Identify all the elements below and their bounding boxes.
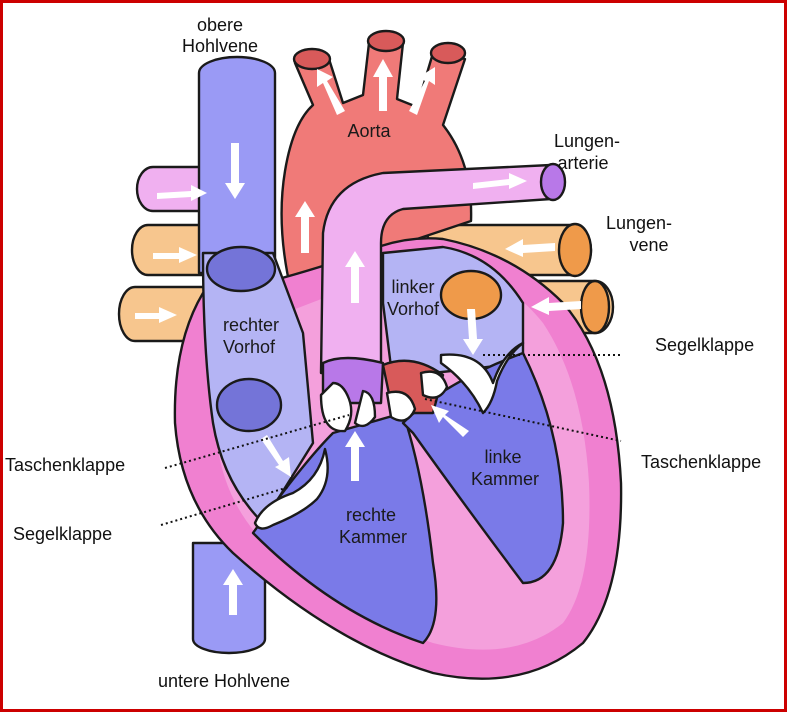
label-superior-vena-cava: obere (197, 15, 243, 35)
arrow-icon (153, 247, 197, 263)
label-pulmonary-valve: Taschenklappe (5, 455, 125, 475)
label-aorta: Aorta (347, 121, 391, 141)
label-right-ventricle-line2: Kammer (339, 527, 407, 547)
label-aortic-valve: Taschenklappe (641, 452, 761, 472)
inferior-vena-cava-opening (215, 377, 283, 433)
label-right-atrium: rechter (223, 315, 279, 335)
leader-lines (160, 354, 622, 526)
arrow-icon (223, 569, 243, 615)
arrow-icon (261, 435, 291, 477)
arrow-icon (531, 297, 581, 315)
arrow-icon (431, 405, 469, 437)
heart-illustration: obere Hohlvene Aorta Lungen- arterie Lun… (5, 15, 761, 691)
label-right-ventricle: rechte (346, 505, 396, 525)
label-mitral-valve: Segelklappe (655, 335, 754, 355)
valves (253, 341, 525, 530)
arrow-icon (225, 143, 245, 199)
arrow-icon (373, 59, 393, 111)
label-left-atrium: linker (391, 277, 434, 297)
label-pulmonary-artery-line2: arterie (557, 153, 608, 173)
arrow-icon (463, 309, 483, 355)
label-left-atrium-line2: Vorhof (387, 299, 440, 319)
labels: obere Hohlvene Aorta Lungen- arterie Lun… (5, 15, 761, 691)
superior-vena-cava-opening (205, 245, 277, 293)
arrow-icon (345, 431, 365, 481)
label-inferior-vena-cava: untere Hohlvene (158, 671, 290, 691)
label-pulmonary-vein-line2: vene (629, 235, 668, 255)
label-pulmonary-artery: Lungen- (554, 131, 620, 151)
label-superior-vena-cava-line2: Hohlvene (182, 36, 258, 56)
arrow-icon (295, 201, 315, 253)
arrow-icon (505, 239, 555, 257)
arrow-icon (157, 185, 207, 201)
arrow-icon (317, 69, 345, 115)
arrow-icon (473, 173, 527, 189)
blood-flow-arrows (135, 59, 581, 615)
label-left-ventricle: linke (484, 447, 521, 467)
arrow-icon (409, 67, 435, 115)
label-right-atrium-line2: Vorhof (223, 337, 276, 357)
right-ventricle (251, 411, 438, 645)
label-pulmonary-vein: Lungen- (606, 213, 672, 233)
label-left-ventricle-line2: Kammer (471, 469, 539, 489)
arrow-icon (135, 307, 177, 323)
arrow-icon (345, 251, 365, 303)
label-tricuspid-valve: Segelklappe (13, 524, 112, 544)
pulmonary-artery (319, 162, 567, 375)
